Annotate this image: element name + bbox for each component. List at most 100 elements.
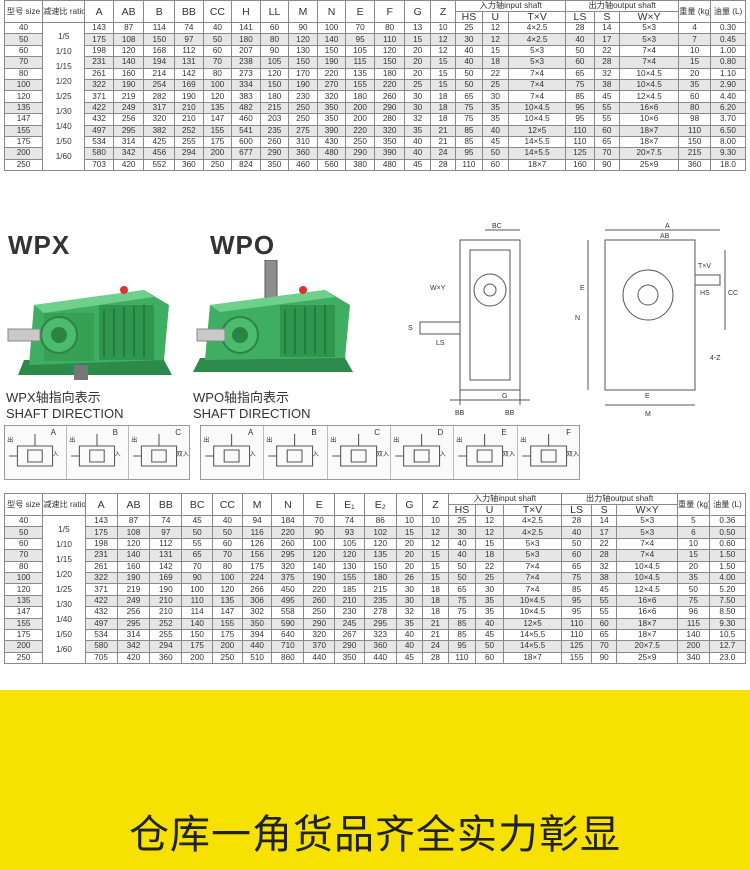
table-cell: 220 (373, 78, 406, 92)
col-z: Z (422, 493, 449, 516)
table-cell: 50 (481, 147, 510, 160)
dim-a: A (665, 223, 670, 230)
table-cell: 40 (202, 21, 233, 35)
table-cell: 7×4 (508, 90, 567, 103)
table-cell: 184 (271, 514, 305, 528)
table-cell: 7×4 (508, 67, 567, 80)
col-m: M (241, 493, 273, 516)
svg-text:出: 出 (69, 436, 75, 444)
table-cell: 100 (181, 583, 214, 596)
table-cell: 12 (481, 21, 510, 35)
table-cell: 40 (561, 526, 592, 539)
table-cell: 65 (561, 560, 592, 573)
table-cell: 20×7.5 (619, 147, 680, 160)
table-cell: 0.60 (708, 537, 747, 551)
table-cell: 334 (231, 78, 261, 92)
table-cell: 430 (316, 135, 347, 149)
table-subheader-row: HS U T×V LS S W×Y (5, 504, 746, 516)
col-hs: HS (455, 11, 483, 23)
table-cell: 25×9 (619, 158, 680, 172)
table-cell: 17 (590, 526, 618, 539)
col-wxy: W×Y (619, 11, 680, 23)
table-cell: 70 (345, 21, 375, 35)
table-cell: 80 (212, 560, 243, 573)
table-cell: 125 (561, 640, 592, 653)
table-cell: 3.70 (709, 113, 747, 126)
table-cell: 175 (181, 640, 214, 653)
table-cell: 55 (593, 101, 621, 115)
table-cell: 207 (231, 44, 261, 58)
table-cell: 45 (481, 135, 510, 149)
table-cell: 35 (395, 617, 424, 630)
table-cell: 18 (429, 101, 457, 115)
table-header-row: 型号 size 减速比 ratio A AB B BB CC H LL M N … (3, 0, 747, 23)
table-cell: 306 (241, 594, 273, 608)
table-cell: 155 (3, 617, 44, 630)
table-cell: 266 (241, 583, 273, 596)
table-cell: 342 (112, 147, 145, 160)
spec-table-wpx: 型号 size 减速比 ratio A AB B BB CC H LL M N … (3, 0, 747, 172)
table-cell: 50 (561, 537, 592, 551)
table-cell: 7×4 (616, 549, 678, 562)
table-cell: 252 (174, 124, 204, 137)
table-cell: 432 (84, 113, 114, 126)
table-cell: 70 (590, 640, 618, 653)
table-cell: 50 (202, 33, 233, 46)
table-cell: 18 (422, 594, 449, 608)
table-cell: 22 (590, 537, 618, 551)
table-cell: 15 (422, 549, 449, 562)
table-cell: 143 (84, 514, 118, 528)
table-cell: 135 (345, 67, 375, 80)
table-cell: 495 (271, 594, 305, 608)
table-cell: 705 (84, 651, 118, 665)
table-cell: 150 (316, 44, 347, 58)
table-cell: 250 (303, 606, 336, 619)
table-cell: 235 (259, 124, 290, 137)
table-cell: 190 (174, 90, 204, 103)
col-e: E (303, 493, 336, 516)
table-cell: 110 (678, 124, 711, 137)
table-cell: 85 (447, 617, 477, 630)
col-weight: 重量 (kg) (676, 493, 710, 516)
gearbox-schematic-icon: 出双入 (520, 434, 579, 467)
table-cell: 4.40 (709, 90, 747, 103)
wpx-shaft-caption-cn: WPX轴指向表示 (6, 390, 101, 405)
direction-letter: A (247, 428, 254, 437)
table-cell: 10×4.5 (619, 78, 680, 92)
col-ratio: 减速比 ratio (42, 493, 86, 516)
table-cell: 480 (373, 158, 406, 172)
table-cell: 460 (288, 158, 318, 172)
table-cell: 190 (112, 78, 145, 92)
dim-ab: AB (660, 233, 670, 240)
table-cell: 198 (84, 537, 118, 551)
warehouse-banner: 仓库一角货品齐全实力彰显 (0, 690, 750, 870)
table-cell: 45 (593, 90, 621, 103)
table-cell: 224 (241, 571, 273, 585)
table-cell: 6 (676, 526, 710, 539)
dim-wxy: W×Y (430, 285, 446, 292)
table-cell: 210 (174, 101, 204, 115)
table-cell: 140 (303, 560, 336, 573)
table-cell: 18×7 (502, 651, 563, 665)
wpo-shaft-caption-en: SHAFT DIRECTION (193, 406, 311, 421)
table-cell: 20 (404, 56, 431, 69)
wpx-shaft-caption: WPX轴指向表示 SHAFT DIRECTION (6, 390, 124, 422)
table-cell: 110 (565, 124, 595, 137)
table-cell: 97 (149, 526, 183, 539)
table-cell: 420 (112, 158, 145, 172)
col-cc: CC (212, 493, 243, 516)
table-cell: 147 (212, 606, 243, 619)
direction-letter: B (311, 428, 317, 437)
table-cell: 150 (181, 628, 214, 642)
table-cell: 50 (455, 67, 483, 80)
table-cell: 80 (373, 21, 406, 35)
table-cell: 180 (259, 90, 290, 103)
table-cell: 4×2.5 (502, 514, 563, 528)
table-cell: 215 (259, 101, 290, 115)
table-cell: 45 (404, 158, 431, 172)
